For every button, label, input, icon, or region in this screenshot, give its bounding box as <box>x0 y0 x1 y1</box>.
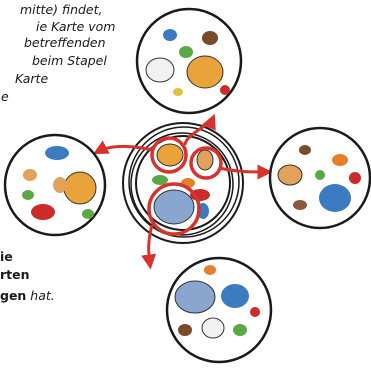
center-card-illustration <box>123 123 243 243</box>
left-card-illustration <box>5 135 105 235</box>
right-card-illustration <box>270 128 370 228</box>
top-card-illustration <box>137 9 241 113</box>
bottom-card-illustration <box>167 258 271 362</box>
